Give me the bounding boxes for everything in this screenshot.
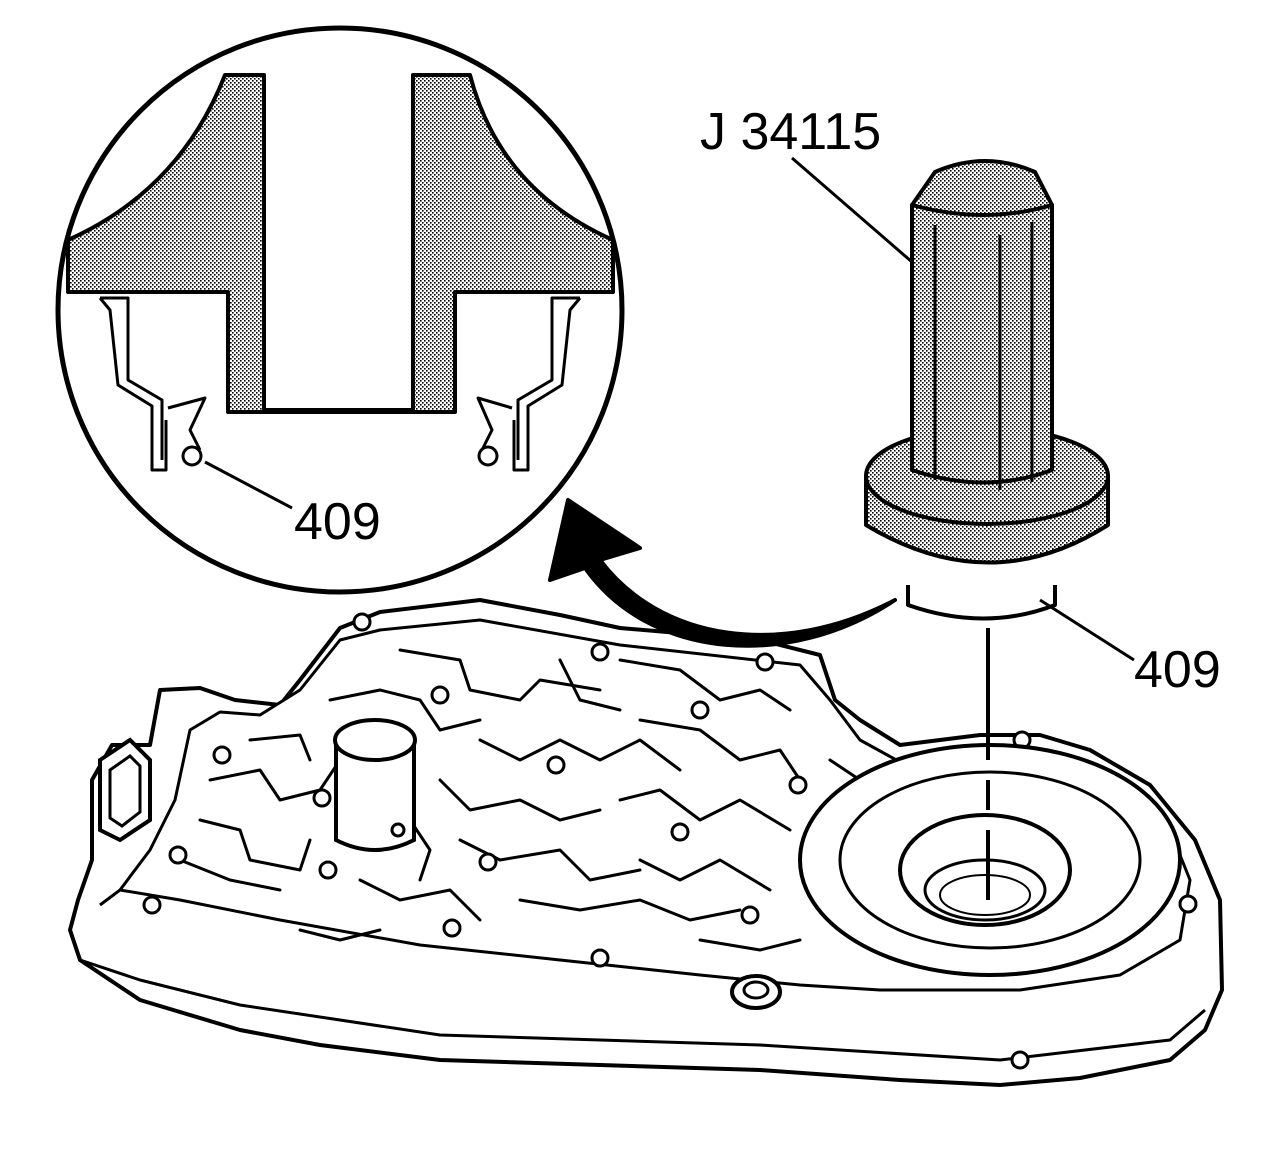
accumulator-boss bbox=[333, 718, 417, 852]
magnifier-circle-icon bbox=[55, 25, 625, 595]
seal-409 bbox=[906, 585, 1057, 621]
leader-line-seal-detail bbox=[204, 460, 293, 510]
leader-line-tool bbox=[791, 156, 913, 264]
seal-callout-label: 409 bbox=[1134, 641, 1221, 699]
curved-arrow-icon bbox=[548, 498, 897, 648]
leader-line-seal-main bbox=[1039, 598, 1135, 662]
drain-plug bbox=[730, 974, 782, 1010]
electrical-connector bbox=[98, 737, 152, 843]
tool-callout-label: J 34115 bbox=[700, 103, 882, 161]
seal-detail-callout-label: 409 bbox=[294, 493, 381, 551]
installer-tool-j34115 bbox=[864, 159, 1110, 621]
